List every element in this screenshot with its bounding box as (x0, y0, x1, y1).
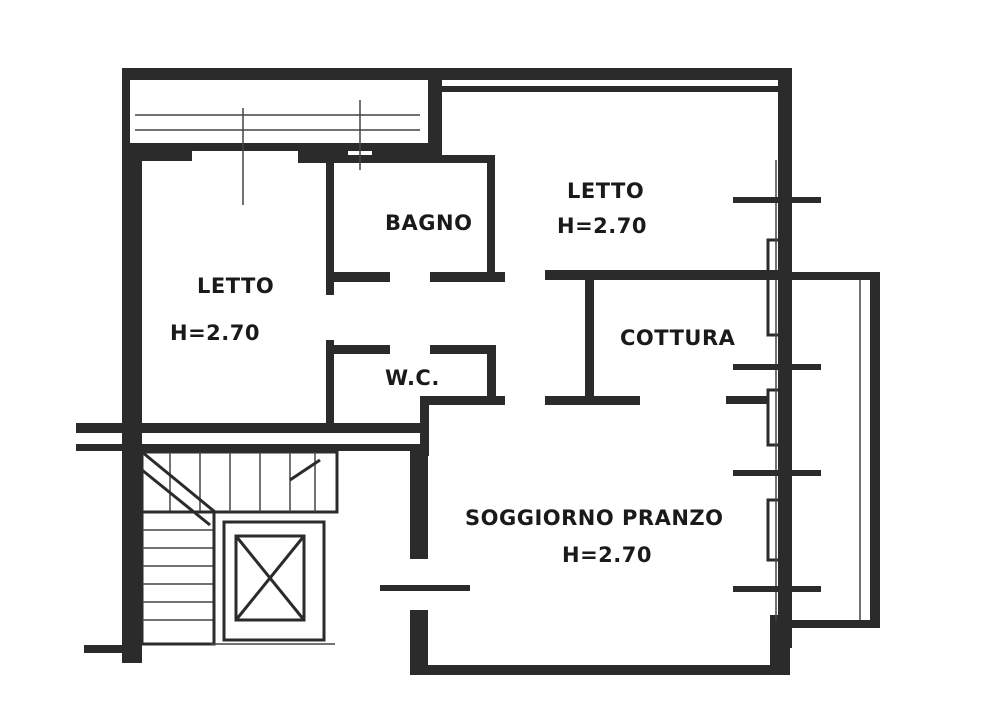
room-label-letto-left: LETTO (197, 274, 274, 298)
room-label-cottura: COTTURA (620, 326, 736, 350)
balcony (790, 272, 880, 628)
room-height-soggiorno: H=2.70 (562, 543, 652, 567)
interior-walls (76, 155, 780, 653)
room-height-letto-left: H=2.70 (170, 321, 260, 345)
stairs (140, 450, 339, 646)
room-label-bagno: BAGNO (385, 211, 472, 235)
room-height-letto-right: H=2.70 (557, 214, 647, 238)
elevator (210, 520, 335, 645)
right-windows (726, 160, 821, 620)
top-windows (135, 100, 420, 205)
room-label-letto-right: LETTO (567, 179, 644, 203)
room-label-wc: W.C. (385, 366, 440, 390)
room-label-soggiorno: SOGGIORNO PRANZO (465, 506, 724, 530)
